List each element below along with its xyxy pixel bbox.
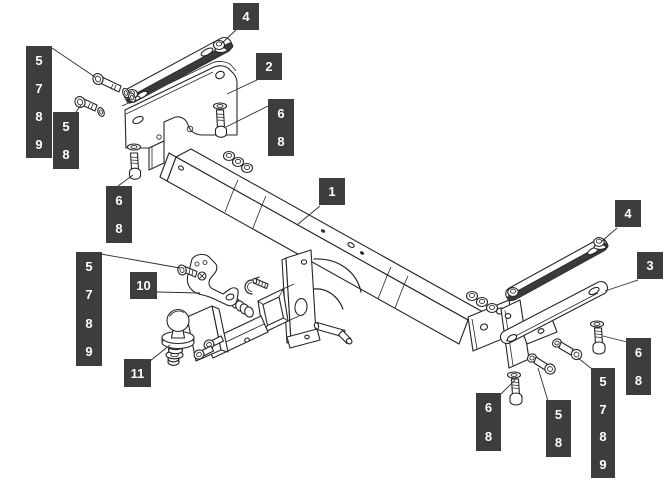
part-10-bracket bbox=[186, 253, 239, 307]
bolt-set-lower-right-a bbox=[551, 338, 583, 361]
bolt-washer-set-left bbox=[74, 96, 105, 117]
hitch-pin bbox=[313, 321, 353, 345]
callout-number: 7 bbox=[599, 401, 607, 417]
callout-number: 1 bbox=[328, 184, 336, 199]
receiver-plate bbox=[281, 249, 321, 349]
callout-parts-6-8-bottom: 6 8 bbox=[476, 393, 501, 451]
bolt-set-lower-right-b bbox=[526, 353, 556, 375]
callout-number: 8 bbox=[484, 429, 493, 444]
vertical-bolt-top bbox=[212, 102, 228, 138]
callout-number: 5 bbox=[554, 406, 563, 422]
callout-number: 9 bbox=[35, 136, 43, 152]
callout-number: 8 bbox=[277, 134, 285, 150]
callout-number: 7 bbox=[35, 80, 43, 96]
callout-parts-5-7-8-9-bottom-right: 5 7 8 9 bbox=[591, 368, 615, 478]
callout-parts-6-8-top: 6 8 bbox=[268, 99, 294, 156]
clip-stud bbox=[252, 277, 269, 290]
callout-number: 9 bbox=[85, 344, 93, 360]
left-bracket bbox=[121, 61, 238, 171]
callout-parts-5-7-8-9-bottom-left: 5 7 8 9 bbox=[76, 252, 102, 366]
callout-number: 8 bbox=[554, 435, 563, 451]
bolt-washer-set-upper-left bbox=[92, 73, 136, 103]
vertical-bolt-bottom bbox=[506, 371, 523, 406]
callout-number: 6 bbox=[115, 192, 123, 208]
callout-number: 9 bbox=[599, 456, 607, 472]
callout-number: 8 bbox=[634, 373, 643, 389]
flange-nuts-right bbox=[465, 290, 499, 314]
callout-number: 3 bbox=[646, 258, 654, 273]
callout-number: 4 bbox=[624, 206, 632, 221]
callout-part-11: 11 bbox=[124, 359, 151, 387]
callout-parts-6-8-left: 6 8 bbox=[106, 186, 132, 243]
callout-number: 5 bbox=[85, 258, 93, 274]
callout-number: 2 bbox=[265, 59, 273, 74]
callout-part-3: 3 bbox=[637, 252, 663, 279]
callout-number: 5 bbox=[62, 118, 70, 134]
receiver-tube bbox=[257, 283, 300, 334]
crossmember-beam bbox=[159, 148, 484, 345]
side-plate-right bbox=[505, 237, 609, 302]
callout-number: 5 bbox=[35, 52, 43, 68]
side-plate-top-left bbox=[123, 36, 234, 104]
callout-number: 8 bbox=[85, 315, 93, 331]
ball-mount-bolts bbox=[193, 335, 225, 360]
callout-number: 6 bbox=[277, 105, 285, 121]
callout-number: 8 bbox=[115, 221, 123, 237]
callout-part-4-top: 4 bbox=[233, 3, 259, 30]
callout-number: 10 bbox=[136, 278, 151, 293]
callout-parts-6-8-bottom-right: 6 8 bbox=[626, 338, 651, 395]
callout-part-1: 1 bbox=[319, 178, 345, 205]
callout-number: 11 bbox=[130, 365, 145, 381]
callout-number: 5 bbox=[599, 374, 607, 390]
callout-parts-5-8-left: 5 8 bbox=[53, 112, 79, 169]
callout-part-2: 2 bbox=[256, 53, 282, 80]
callout-number: 6 bbox=[634, 344, 643, 360]
callout-number: 6 bbox=[484, 400, 493, 415]
callout-number: 4 bbox=[242, 9, 250, 24]
callout-number: 7 bbox=[85, 287, 93, 303]
flange-nuts-left bbox=[222, 150, 254, 174]
callout-number: 8 bbox=[62, 147, 70, 163]
callout-part-10: 10 bbox=[130, 272, 157, 299]
callout-number: 8 bbox=[599, 429, 607, 445]
tow-ball bbox=[161, 308, 195, 366]
right-bracket bbox=[499, 280, 609, 369]
callout-part-4-right: 4 bbox=[615, 200, 641, 227]
vertical-bolt-right bbox=[589, 320, 606, 355]
vertical-bolt-left bbox=[126, 143, 142, 180]
leader-lines bbox=[51, 29, 639, 402]
callout-parts-5-8-bottom: 5 8 bbox=[546, 400, 571, 457]
callout-parts-5-7-8-9-left: 5 7 8 9 bbox=[26, 46, 52, 158]
callout-number: 8 bbox=[35, 108, 43, 124]
beam-gooseneck bbox=[313, 258, 362, 310]
